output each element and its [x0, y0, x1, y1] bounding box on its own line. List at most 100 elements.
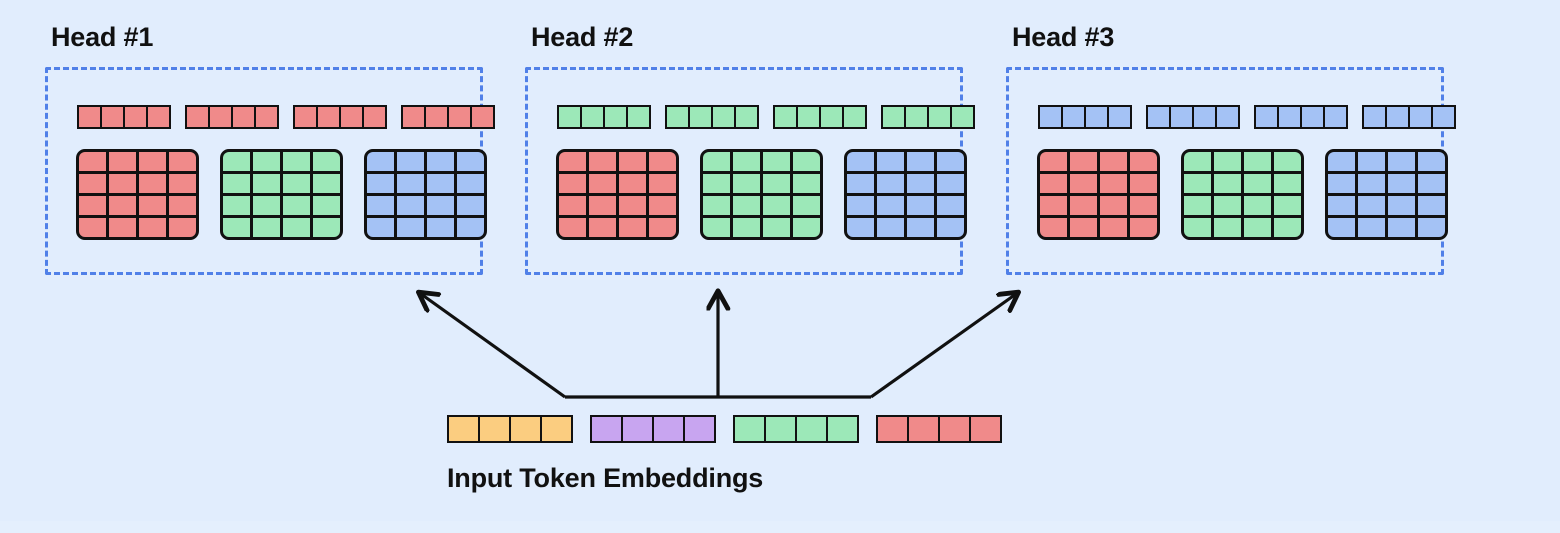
matrix-cell [1070, 152, 1097, 171]
query-matrix [1037, 149, 1160, 240]
matrix-cell [1388, 152, 1415, 171]
token-cell [1217, 107, 1238, 127]
token-cell [1410, 107, 1431, 127]
matrix-cell [367, 174, 394, 193]
matrix-cell [253, 174, 280, 193]
matrix-cell [79, 152, 106, 171]
matrix-cell [223, 152, 250, 171]
token-cell [685, 417, 714, 441]
matrix-cell [253, 196, 280, 215]
token-cell [828, 417, 857, 441]
matrix-cell [1184, 152, 1211, 171]
matrix-cell [649, 218, 676, 237]
matrix-cell [79, 174, 106, 193]
matrix-cell [847, 174, 874, 193]
matrix-cell [457, 174, 484, 193]
token-cell [403, 107, 424, 127]
head-token-strip [185, 105, 279, 129]
token-cell [542, 417, 571, 441]
input-token-embeddings-label: Input Token Embeddings [447, 463, 764, 493]
matrix-cell [589, 196, 616, 215]
matrix-cell [1418, 218, 1445, 237]
matrix-cell [1274, 152, 1301, 171]
token-cell [736, 107, 757, 127]
matrix-cell [169, 196, 196, 215]
token-cell [878, 417, 907, 441]
token-cell [1148, 107, 1169, 127]
matrix-cell [559, 152, 586, 171]
token-cell [318, 107, 339, 127]
head-token-row-3 [1038, 105, 1456, 129]
matrix-cell [1418, 196, 1445, 215]
matrix-cell [169, 152, 196, 171]
matrix-cell [1100, 152, 1127, 171]
token-cell [449, 107, 470, 127]
input-token-strip [733, 415, 859, 443]
matrix-cell [79, 196, 106, 215]
matrix-cell [397, 218, 424, 237]
token-cell [102, 107, 123, 127]
token-cell [472, 107, 493, 127]
matrix-cell [907, 152, 934, 171]
matrix-cell [847, 196, 874, 215]
matrix-cell [1274, 218, 1301, 237]
matrix-cell [283, 174, 310, 193]
matrix-cell [253, 218, 280, 237]
matrix-cell [1070, 196, 1097, 215]
token-cell [1364, 107, 1385, 127]
head-matrix-row-3 [1037, 149, 1448, 240]
matrix-cell [139, 152, 166, 171]
matrix-cell [223, 218, 250, 237]
matrix-cell [1328, 174, 1355, 193]
key-matrix [700, 149, 823, 240]
matrix-cell [283, 218, 310, 237]
matrix-cell [1100, 218, 1127, 237]
matrix-cell [367, 218, 394, 237]
matrix-cell [1214, 174, 1241, 193]
token-cell [187, 107, 208, 127]
matrix-cell [733, 218, 760, 237]
head-token-strip [1146, 105, 1240, 129]
matrix-cell [559, 218, 586, 237]
matrix-cell [1184, 218, 1211, 237]
matrix-cell [397, 152, 424, 171]
token-cell [449, 417, 478, 441]
matrix-cell [1130, 174, 1157, 193]
matrix-cell [649, 152, 676, 171]
matrix-cell [649, 196, 676, 215]
token-cell [480, 417, 509, 441]
token-cell [1109, 107, 1130, 127]
matrix-cell [763, 152, 790, 171]
token-cell [210, 107, 231, 127]
matrix-cell [763, 196, 790, 215]
head-token-strip [1254, 105, 1348, 129]
matrix-cell [313, 152, 340, 171]
matrix-cell [253, 152, 280, 171]
token-cell [883, 107, 904, 127]
matrix-cell [937, 218, 964, 237]
matrix-cell [1040, 196, 1067, 215]
key-matrix [220, 149, 343, 240]
token-cell [906, 107, 927, 127]
head-matrix-row-1 [76, 149, 487, 240]
matrix-cell [1418, 152, 1445, 171]
token-cell [233, 107, 254, 127]
matrix-cell [109, 196, 136, 215]
token-cell [844, 107, 865, 127]
arrow-to-head-1 [421, 294, 566, 399]
matrix-cell [877, 152, 904, 171]
matrix-cell [559, 196, 586, 215]
matrix-cell [1358, 196, 1385, 215]
token-cell [426, 107, 447, 127]
token-cell [821, 107, 842, 127]
matrix-cell [589, 174, 616, 193]
token-cell [971, 417, 1000, 441]
input-token-strip [590, 415, 716, 443]
value-matrix [364, 149, 487, 240]
matrix-cell [283, 152, 310, 171]
matrix-cell [877, 196, 904, 215]
matrix-cell [1244, 218, 1271, 237]
token-cell [735, 417, 764, 441]
query-matrix [76, 149, 199, 240]
